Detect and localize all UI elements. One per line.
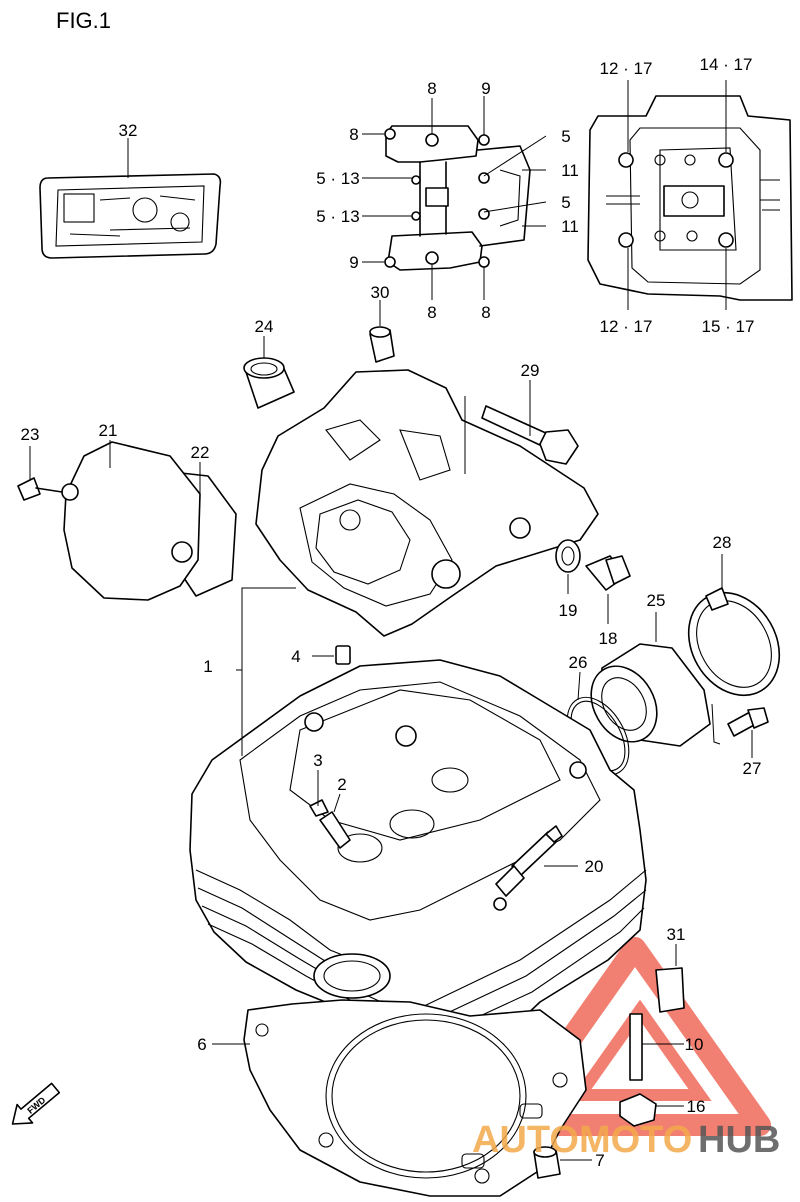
watermark-part1: AUTOMOTO (472, 1119, 692, 1161)
camshaft-holder-assembly (362, 96, 547, 300)
part-32-gasket (39, 138, 222, 259)
part-30-washer (369, 300, 395, 363)
callout-26: 26 (569, 653, 588, 672)
callout-8-bottom-left: 8 (427, 303, 436, 322)
callout-11-lower: 11 (561, 217, 579, 236)
callout-28: 28 (713, 533, 732, 552)
callout-20: 20 (585, 857, 604, 876)
callout-5-upper: 5 (561, 127, 570, 146)
callout-1: 1 (203, 657, 212, 676)
callout-29: 29 (521, 361, 540, 380)
part-4-dowel (312, 645, 351, 665)
callout-32: 32 (119, 121, 138, 140)
part-27-bolt (727, 707, 769, 758)
callout-4: 4 (291, 647, 300, 666)
callout-19: 19 (559, 601, 578, 620)
automotohub-watermark-text: AUTOMOTO HUB (472, 1119, 780, 1161)
callout-16: 16 (687, 1097, 706, 1116)
callout-10: 10 (685, 1035, 704, 1054)
cylinder-head (189, 587, 647, 1069)
callout-3: 3 (313, 751, 322, 770)
part-19-washer (555, 539, 581, 594)
callout-15-17: 15 · 17 (702, 317, 755, 336)
callout-31: 31 (667, 925, 686, 944)
callout-2: 2 (337, 775, 346, 794)
callout-22: 22 (191, 443, 210, 462)
part-10-stud-bolt (629, 1013, 684, 1081)
figure-title: FIG.1 (56, 8, 111, 33)
callout-9-top: 9 (481, 79, 490, 98)
callout-24: 24 (255, 317, 274, 336)
forward-arrow-icon: FWD (11, 1082, 61, 1125)
callout-8-top: 8 (427, 79, 436, 98)
callout-18: 18 (599, 629, 618, 648)
callout-12-17-top: 12 · 17 (600, 59, 653, 78)
callout-11-upper: 11 (561, 161, 579, 180)
watermark-part2: HUB (698, 1119, 780, 1161)
callout-labels: 32 8 9 8 5 5 · 13 11 5 5 · 13 11 9 8 8 1… (21, 55, 762, 1170)
callout-23: 23 (21, 425, 40, 444)
callout-8-left: 8 (349, 125, 358, 144)
callout-6: 6 (197, 1035, 206, 1054)
callout-5-13-lower: 5 · 13 (316, 207, 359, 226)
callout-14-17: 14 · 17 (700, 55, 753, 74)
part-29-bolt (481, 380, 579, 465)
callout-9-bottom: 9 (349, 253, 358, 272)
part-18-plug (585, 555, 631, 624)
callout-5-13-upper: 5 · 13 (316, 169, 359, 188)
callout-8-bottom-right: 8 (481, 303, 490, 322)
callout-7: 7 (595, 1151, 604, 1170)
callout-30: 30 (371, 283, 390, 302)
part-20-spark-plug (493, 825, 578, 911)
callout-21: 21 (99, 421, 118, 440)
part-16-nut (619, 1093, 684, 1127)
part-21-22-valve-cover (17, 440, 237, 601)
part-24-seal (243, 336, 295, 409)
part-7-dowel (533, 1146, 592, 1179)
part-31-bracket (655, 944, 685, 1013)
callout-27: 27 (743, 759, 762, 778)
cylinder-head-cover (255, 369, 599, 637)
part-28-clamp (687, 554, 781, 697)
part-25-intake-pipe (590, 612, 721, 747)
part-6-cylinder-gasket (212, 999, 587, 1197)
callout-25: 25 (647, 591, 666, 610)
callout-12-17-bottom: 12 · 17 (600, 317, 653, 336)
cylinder-head-top-view (587, 80, 793, 310)
callout-5-lower: 5 (561, 193, 570, 212)
